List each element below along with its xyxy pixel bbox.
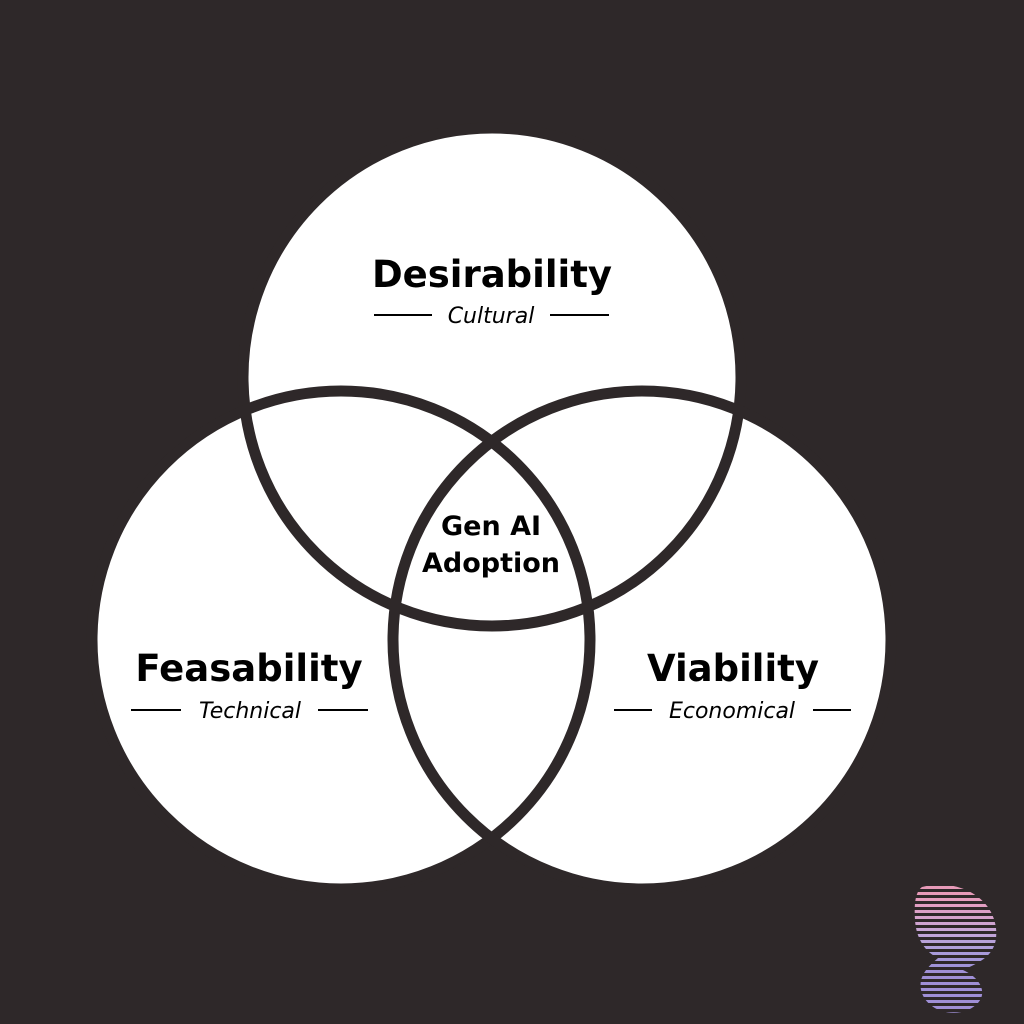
logo-stripe-18	[914, 988, 997, 991]
logo-stripe-14	[914, 964, 997, 967]
logo-stripe-20	[914, 1000, 997, 1003]
outline-right	[387, 385, 897, 895]
label-cultural: Cultural	[448, 304, 535, 329]
center-label-line2: Adoption	[422, 548, 560, 579]
label-technical: Technical	[199, 699, 301, 724]
logo-stripe-1	[914, 886, 997, 889]
logo-stripe-6	[914, 916, 997, 919]
logo-stripe-22	[914, 1012, 997, 1013]
circle-group	[92, 128, 891, 889]
logo-stripe-17	[914, 982, 997, 985]
logo-stripe-7	[914, 922, 997, 925]
circle-right-viability	[393, 391, 891, 889]
logo-stripe-21	[914, 1006, 997, 1009]
logo-stripe-10	[914, 940, 997, 943]
logo-stripe-9	[914, 934, 997, 937]
logo-stripe-19	[914, 994, 997, 997]
outline-left	[86, 385, 596, 895]
logo-stripe-16	[914, 976, 997, 979]
label-desirability: Desirability	[372, 253, 612, 296]
label-economical: Economical	[669, 699, 795, 724]
label-top-group: Desirability Cultural	[372, 253, 612, 329]
logo-stripe-4	[914, 904, 997, 907]
logo-stripe-2	[914, 892, 997, 895]
logo-stripe-3	[914, 898, 997, 901]
center-label-group: Gen AI Adoption	[422, 511, 560, 579]
logo-stripe-11	[914, 946, 997, 949]
logo-stripe-5	[914, 910, 997, 913]
logo-stripe-15	[914, 970, 997, 973]
label-feasability: Feasability	[135, 647, 362, 690]
logo-stripe-8	[914, 928, 997, 931]
logo-stripe-12	[914, 952, 997, 955]
label-right-group: Viability Economical	[614, 647, 851, 724]
logo-stripe-0	[910, 884, 914, 888]
center-label-line1: Gen AI	[441, 511, 541, 542]
label-viability: Viability	[647, 647, 819, 690]
butterfly-logo-icon	[910, 884, 997, 1013]
label-left-group: Feasability Technical	[131, 647, 368, 724]
logo-stripe-13	[914, 958, 997, 961]
outline-top	[237, 122, 747, 632]
circle-outlines	[86, 122, 897, 895]
